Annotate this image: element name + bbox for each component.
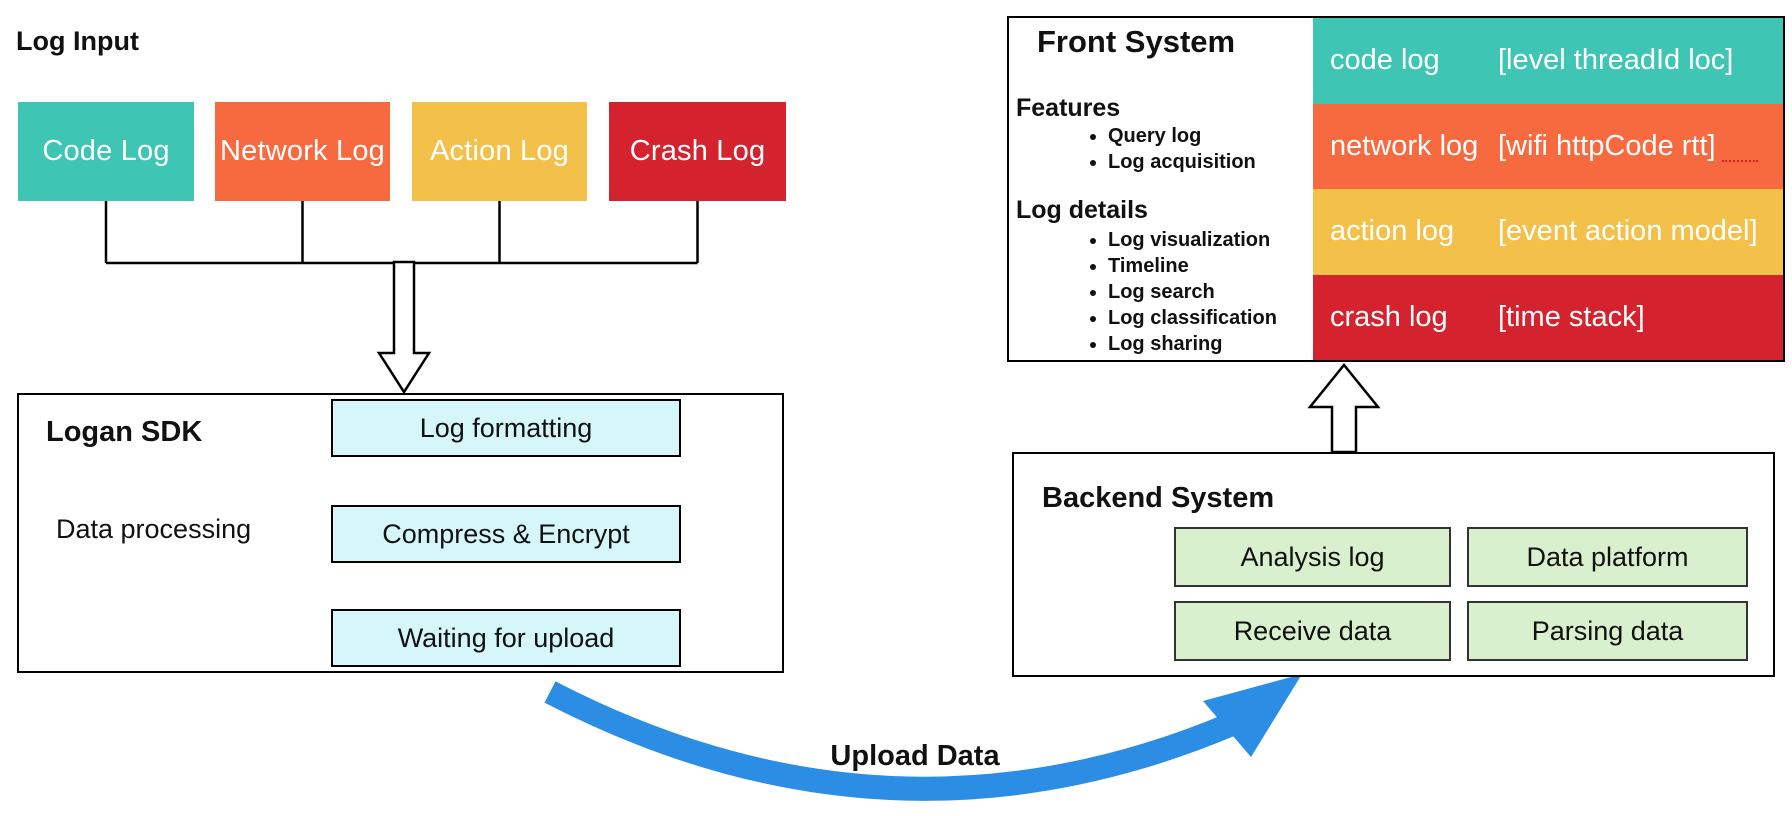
backend-box-parsing-data: Parsing data bbox=[1467, 601, 1748, 661]
front-row-network-log: network log [wifi httpCode rtt] bbox=[1313, 103, 1783, 189]
log-detail-item: Log search bbox=[1108, 279, 1277, 305]
log-details-heading: Log details bbox=[1016, 196, 1148, 224]
upload-arrow bbox=[544, 674, 1302, 801]
front-system-title: Front System bbox=[1037, 24, 1236, 59]
feature-item: Log acquisition bbox=[1108, 149, 1256, 175]
front-row-action-log: action log [event action model] bbox=[1313, 189, 1783, 275]
data-processing-label: Data processing bbox=[56, 514, 252, 544]
step-label: Compress & Encrypt bbox=[382, 518, 630, 549]
log-details-list: Log visualization Timeline Log search Lo… bbox=[1080, 227, 1277, 357]
input-connector-lines bbox=[104, 201, 699, 265]
down-arrow bbox=[376, 260, 432, 395]
input-box-network-log: Network Log bbox=[215, 102, 390, 201]
front-row-crash-log: crash log [time stack] bbox=[1313, 274, 1783, 360]
input-box-label: Network Log bbox=[220, 135, 385, 167]
step-label: Log formatting bbox=[419, 412, 593, 443]
backend-box-label: Parsing data bbox=[1531, 615, 1684, 646]
log-detail-item: Log visualization bbox=[1108, 227, 1277, 253]
log-detail-item: Log sharing bbox=[1108, 331, 1277, 357]
backend-box-label: Receive data bbox=[1233, 615, 1392, 646]
input-box-label: Crash Log bbox=[629, 135, 766, 167]
backend-box-receive-data: Receive data bbox=[1174, 601, 1451, 661]
log-detail-item: Log classification bbox=[1108, 305, 1277, 331]
row-fields: [event action model] bbox=[1498, 215, 1758, 248]
logan-sdk-title: Logan SDK bbox=[46, 416, 203, 448]
input-box-label: Code Log bbox=[42, 135, 170, 167]
spellcheck-underline bbox=[1722, 160, 1758, 162]
step-log-formatting: Log formatting bbox=[331, 399, 681, 457]
row-label: code log bbox=[1330, 44, 1440, 77]
front-log-rows: code log [level threadId loc] network lo… bbox=[1313, 18, 1783, 360]
input-box-label: Action Log bbox=[429, 135, 570, 167]
backend-box-data-platform: Data platform bbox=[1467, 527, 1748, 587]
backend-box-label: Analysis log bbox=[1240, 541, 1385, 572]
backend-system-title: Backend System bbox=[1042, 482, 1275, 514]
upload-data-label: Upload Data bbox=[830, 740, 1000, 772]
step-compress-encrypt: Compress & Encrypt bbox=[331, 505, 681, 563]
input-box-crash-log: Crash Log bbox=[609, 102, 786, 201]
log-detail-item: Timeline bbox=[1108, 253, 1277, 279]
up-arrow bbox=[1307, 363, 1381, 454]
row-label: network log bbox=[1330, 129, 1479, 162]
row-fields: [wifi httpCode rtt] bbox=[1498, 129, 1716, 162]
row-label: action log bbox=[1330, 215, 1455, 248]
front-row-code-log: code log [level threadId loc] bbox=[1313, 18, 1783, 104]
backend-box-analysis-log: Analysis log bbox=[1174, 527, 1451, 587]
features-heading: Features bbox=[1016, 94, 1121, 122]
log-input-title: Log Input bbox=[16, 26, 139, 56]
input-box-code-log: Code Log bbox=[18, 102, 194, 201]
row-fields: [level threadId loc] bbox=[1498, 44, 1734, 77]
step-waiting-upload: Waiting for upload bbox=[331, 609, 681, 667]
row-label: crash log bbox=[1330, 300, 1448, 333]
feature-item: Query log bbox=[1108, 123, 1256, 149]
backend-box-label: Data platform bbox=[1526, 541, 1689, 572]
input-box-action-log: Action Log bbox=[412, 102, 587, 201]
features-list: Query log Log acquisition bbox=[1080, 123, 1256, 175]
step-label: Waiting for upload bbox=[397, 622, 615, 653]
row-fields: [time stack] bbox=[1498, 300, 1645, 333]
